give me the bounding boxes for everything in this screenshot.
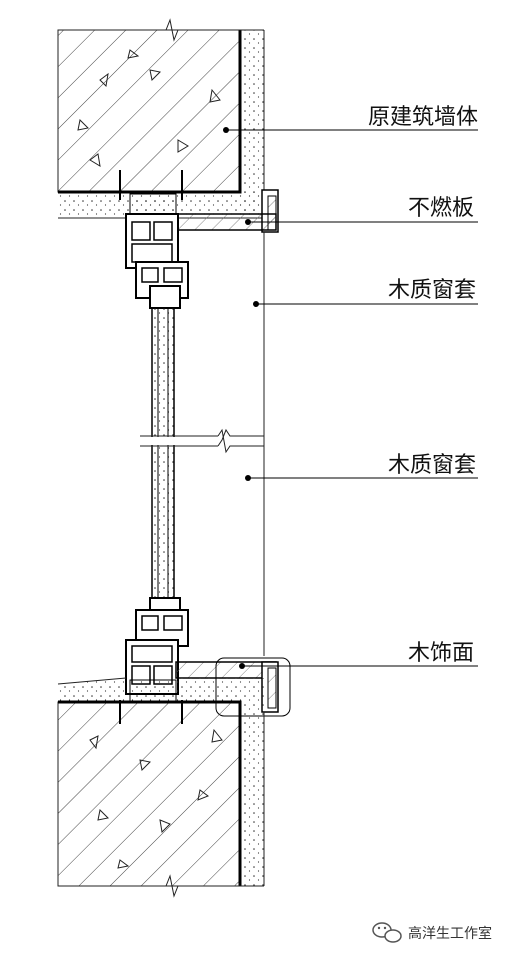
lower-wall bbox=[57, 677, 265, 898]
upper-wall bbox=[57, 18, 265, 219]
label-wood-casing-upper: 木质窗套 bbox=[388, 278, 476, 303]
label-original-wall: 原建筑墙体 bbox=[368, 105, 478, 130]
label-wood-finish: 木饰面 bbox=[408, 641, 474, 666]
watermark: 高洋生工作室 bbox=[372, 922, 492, 943]
glass-pane bbox=[151, 307, 175, 601]
upper-frame bbox=[125, 193, 189, 309]
wechat-icon bbox=[372, 922, 402, 943]
leader-lines bbox=[223, 127, 478, 669]
label-noncombustible-board: 不燃板 bbox=[408, 196, 474, 221]
watermark-text: 高洋生工作室 bbox=[408, 925, 492, 942]
lower-frame bbox=[125, 597, 189, 703]
break-line bbox=[140, 428, 264, 454]
label-wood-casing-lower: 木质窗套 bbox=[388, 453, 476, 478]
